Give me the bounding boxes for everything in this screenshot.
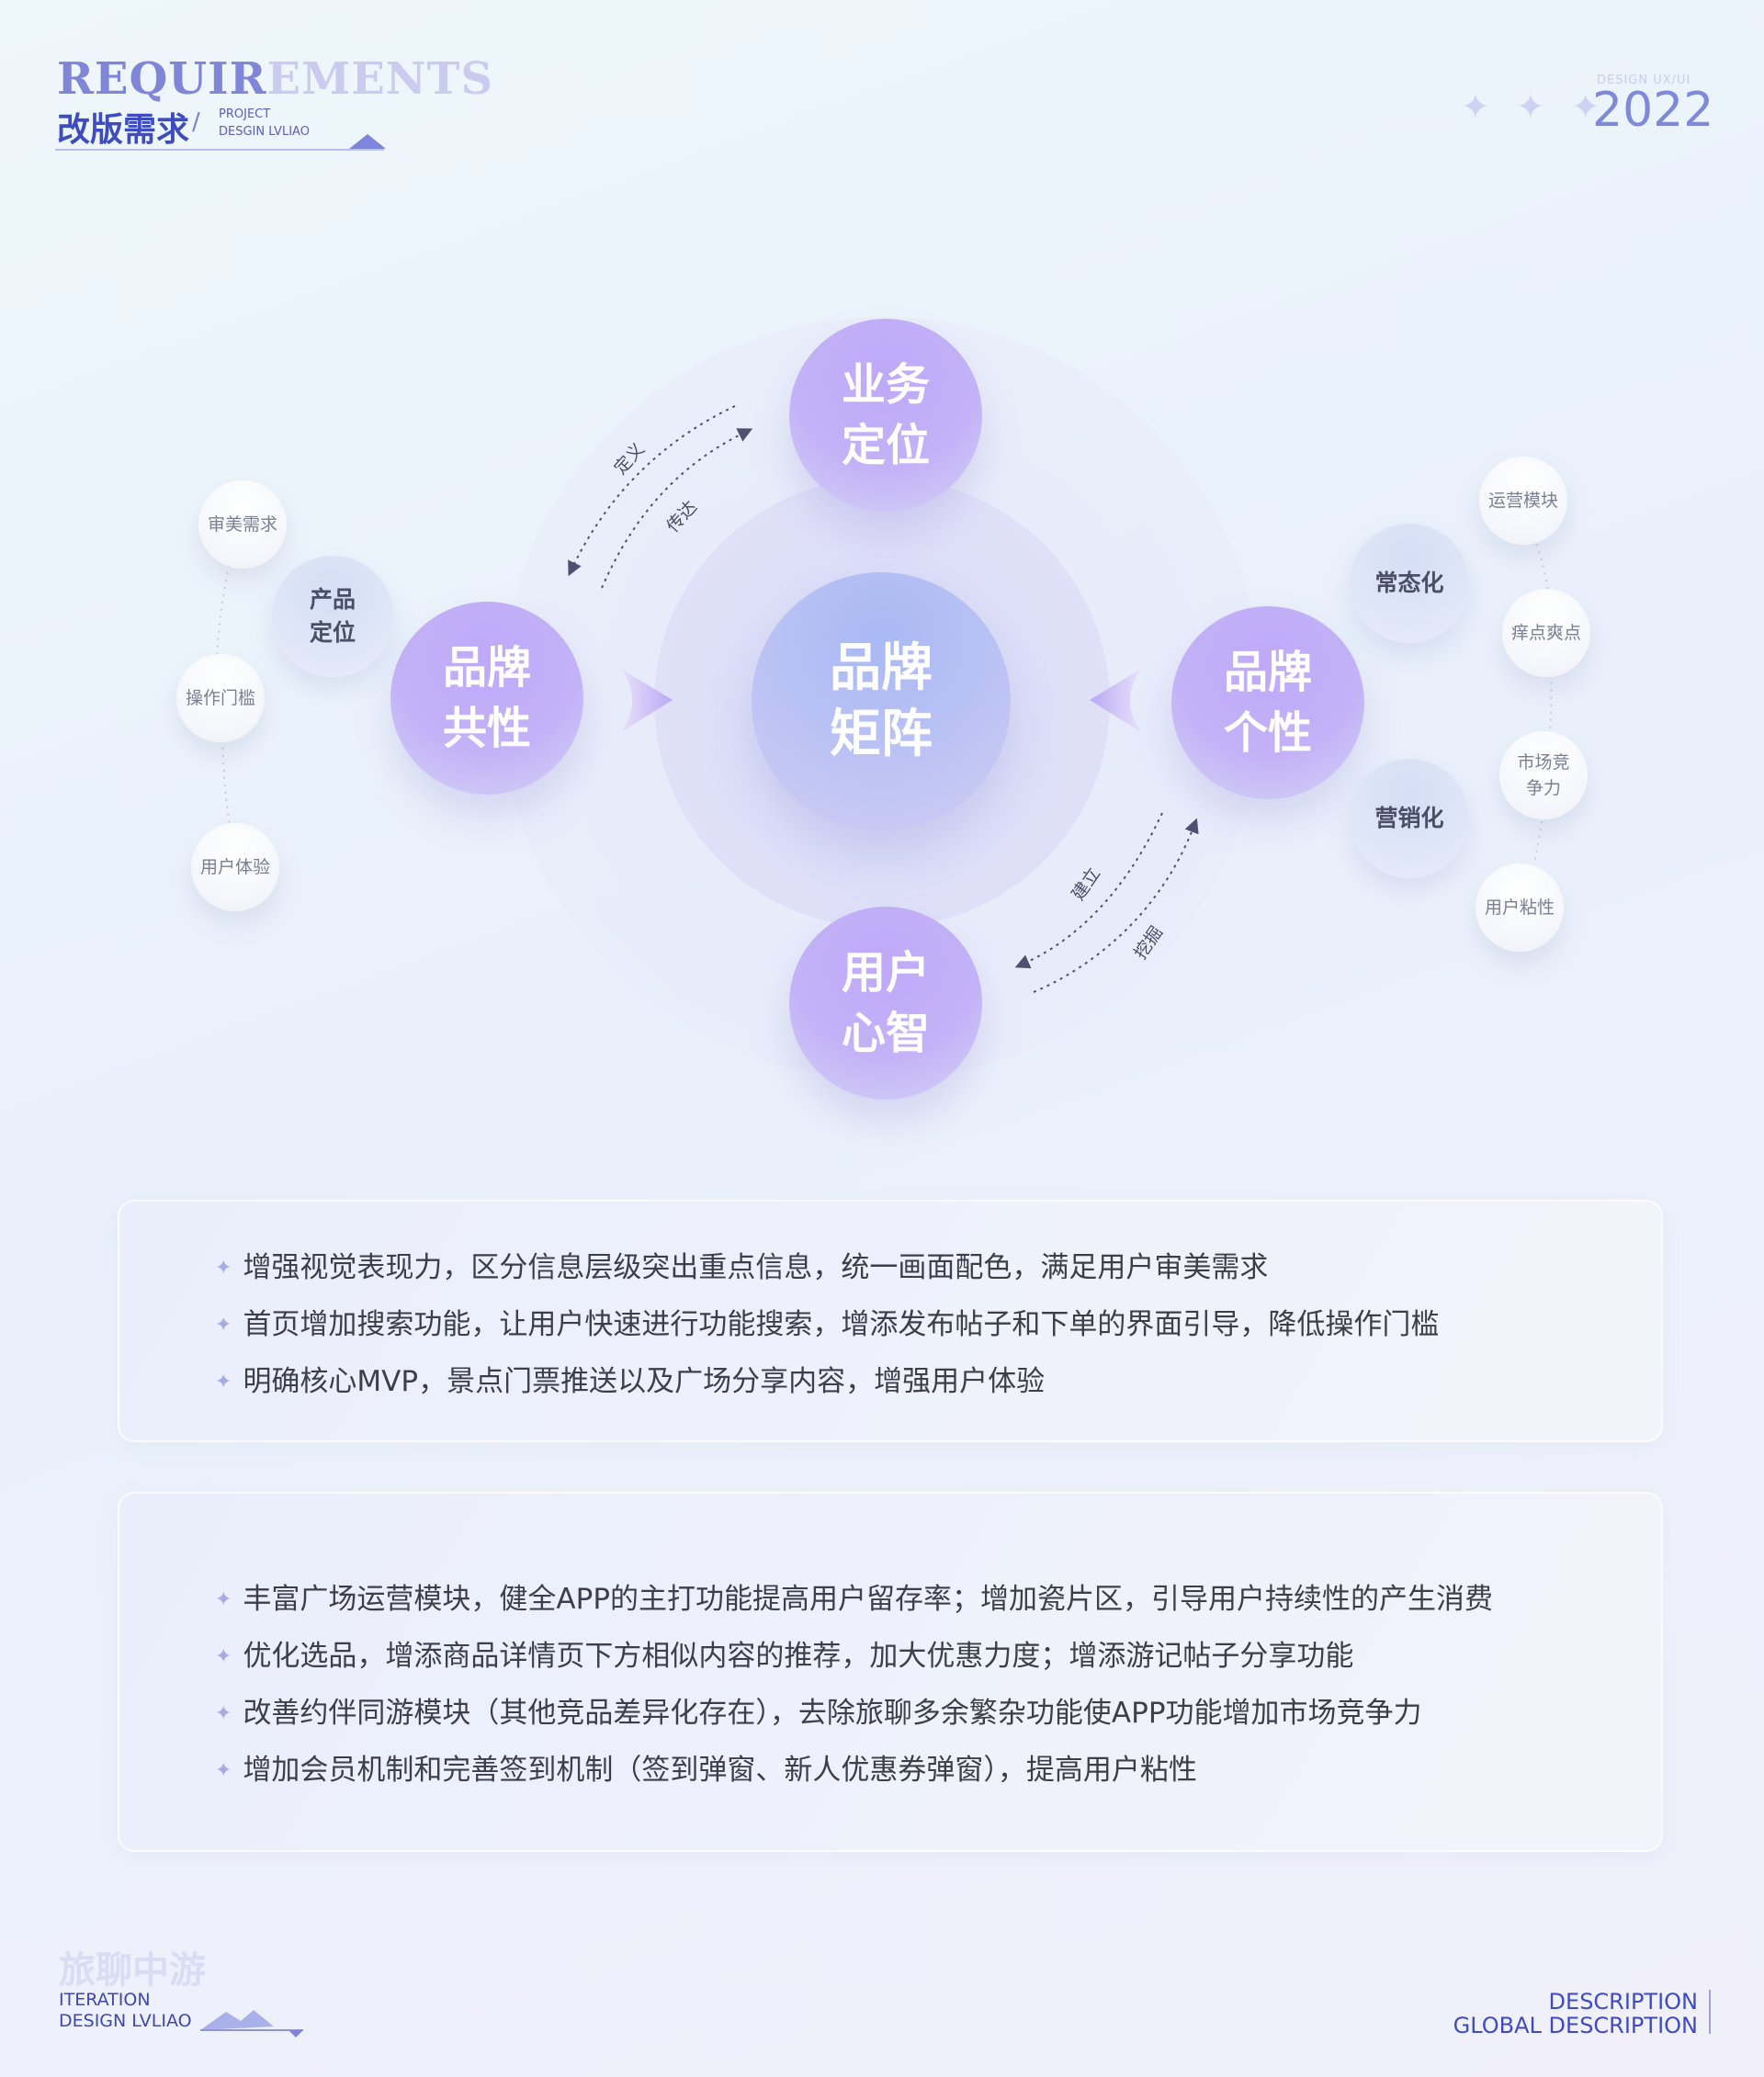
node-user-stickiness: 用户粘性 bbox=[1476, 864, 1564, 952]
requirements-list-2: ✦丰富广场运营模块，健全APP的主打功能提高用户留存率；增加瓷片区，引导用户持续… bbox=[215, 1573, 1493, 1800]
node-marketing: 营销化 bbox=[1350, 759, 1469, 878]
footer-description: DESCRIPTION GLOBAL DESCRIPTION bbox=[1453, 1990, 1698, 2037]
arrow-build bbox=[1014, 812, 1163, 969]
node-market-competitiveness: 市场竞 争力 bbox=[1499, 731, 1588, 819]
list-item: ✦优化选品，增添商品详情页下方相似内容的推荐，加大优惠力度；增添游记帖子分享功能 bbox=[215, 1640, 1354, 1673]
project-line-1: PROJECT bbox=[219, 107, 271, 121]
project-line-2: DESGIN LVLIAO bbox=[219, 125, 310, 139]
design-ux-ui-label: DESIGN UX/UI bbox=[1597, 73, 1691, 87]
footer-iteration-line: ITERATION bbox=[59, 1990, 151, 2010]
arrow-dig bbox=[1033, 818, 1199, 993]
footer-design-line: DESIGN LVLIAO bbox=[59, 2011, 192, 2031]
sparkle-bullet-icon: ✦ bbox=[215, 1314, 232, 1337]
year-label: 2022 bbox=[1592, 83, 1714, 138]
sparkle-bullet-icon: ✦ bbox=[215, 1759, 232, 1782]
footer-iteration: ITERATION DESIGN LVLIAO bbox=[59, 1990, 192, 2032]
list-item: ✦丰富广场运营模块，健全APP的主打功能提高用户留存率；增加瓷片区，引导用户持续… bbox=[215, 1583, 1494, 1616]
sparkle-bullet-icon: ✦ bbox=[215, 1702, 232, 1725]
node-business-position: 业务 定位 bbox=[789, 319, 982, 512]
requirements-list-1: ✦增强视觉表现力，区分信息层级突出重点信息，统一画面配色，满足用户审美需求 ✦首… bbox=[215, 1241, 1439, 1412]
node-aesthetic-demand: 审美需求 bbox=[198, 480, 287, 569]
sparkle-bullet-icon: ✦ bbox=[215, 1371, 232, 1394]
node-user-experience: 用户体验 bbox=[191, 823, 279, 911]
header-underline bbox=[55, 149, 384, 151]
node-normalized: 常态化 bbox=[1350, 524, 1469, 643]
node-brand-personality: 品牌 个性 bbox=[1171, 606, 1364, 799]
right-pointer-icon bbox=[1090, 669, 1141, 732]
arrow-define bbox=[568, 405, 736, 577]
footer-brand-cn: 旅聊中游 bbox=[59, 1949, 206, 1992]
node-brand-commonality: 品牌 共性 bbox=[390, 602, 583, 795]
sparkle-bullet-icon: ✦ bbox=[215, 1588, 232, 1611]
header-triangle-icon bbox=[349, 134, 386, 149]
node-user-mind: 用户 心智 bbox=[789, 907, 982, 1100]
list-item: ✦明确核心MVP，景点门票推送以及广场分享内容，增强用户体验 bbox=[215, 1365, 1046, 1398]
sparkle-stars-icon: ✦ ✦ ✦ bbox=[1461, 86, 1608, 127]
footer-divider bbox=[1709, 1990, 1711, 2034]
sparkle-bullet-icon: ✦ bbox=[215, 1257, 232, 1280]
list-item: ✦增强视觉表现力，区分信息层级突出重点信息，统一画面配色，满足用户审美需求 bbox=[215, 1251, 1269, 1284]
title-slash: / bbox=[192, 108, 200, 136]
node-operation-threshold: 操作门槛 bbox=[176, 654, 265, 742]
page-subtitle-cn: 改版需求 bbox=[57, 111, 190, 149]
list-item: ✦首页增加搜索功能，让用户快速进行功能搜索，增添发布帖子和下单的界面引导，降低操… bbox=[215, 1308, 1440, 1341]
footer-desc-line-1: DESCRIPTION bbox=[1548, 1989, 1698, 2015]
arrow-convey bbox=[601, 428, 753, 589]
list-item: ✦改善约伴同游模块（其他竞品差异化存在），去除旅聊多余繁杂功能使APP功能增加市… bbox=[215, 1697, 1422, 1730]
node-brand-matrix: 品牌 矩阵 bbox=[752, 572, 1011, 831]
requirements-panel-1: ✦增强视觉表现力，区分信息层级突出重点信息，统一画面配色，满足用户审美需求 ✦首… bbox=[118, 1200, 1663, 1442]
requirements-title: REQUIREMENTS bbox=[57, 53, 494, 105]
sparkle-bullet-icon: ✦ bbox=[215, 1645, 232, 1668]
list-item: ✦增加会员机制和完善签到机制（签到弹窗、新人优惠券弹窗），提高用户粘性 bbox=[215, 1754, 1197, 1787]
footer-desc-line-2: GLOBAL DESCRIPTION bbox=[1453, 2013, 1698, 2038]
requirements-panel-2: ✦丰富广场运营模块，健全APP的主打功能提高用户留存率；增加瓷片区，引导用户持续… bbox=[118, 1492, 1663, 1852]
node-product-position: 产品 定位 bbox=[272, 556, 393, 677]
node-operations-module: 运营模块 bbox=[1479, 457, 1567, 545]
footer-mountain-icon bbox=[200, 2010, 303, 2037]
project-label: PROJECT DESGIN LVLIAO bbox=[219, 106, 310, 141]
left-pointer-icon bbox=[621, 669, 673, 732]
node-itch-points: 痒点爽点 bbox=[1502, 589, 1590, 677]
